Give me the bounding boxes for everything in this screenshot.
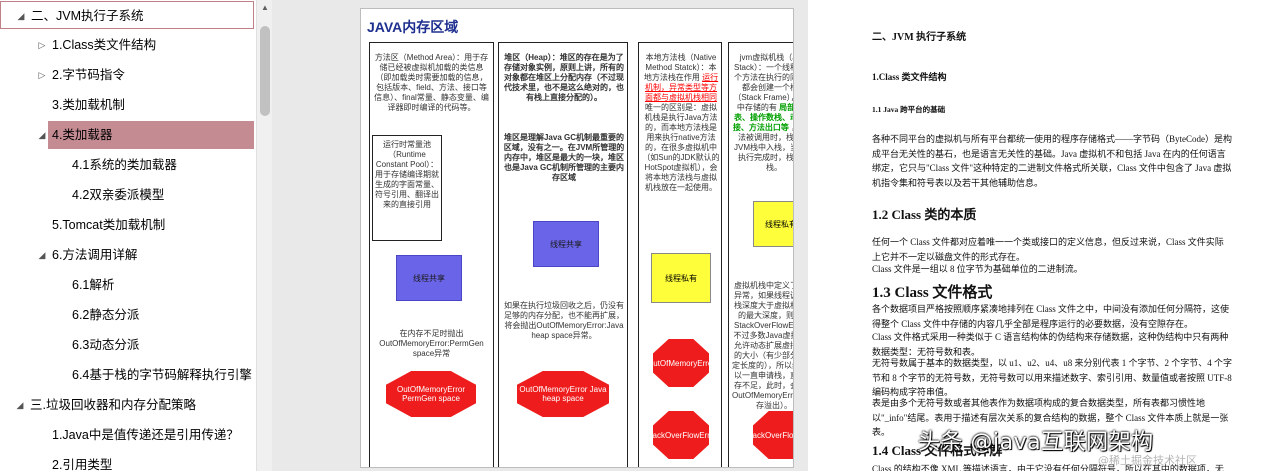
heap-oom-label: OutOfMemoryError Java heap space — [519, 385, 607, 403]
outline-item-label: 5.Tomcat类加载机制 — [52, 218, 166, 232]
heap-text: 堆区（Heap）：堆区的存在是为了存储对象实例，原则上讲，所有的对象都在堆区上分… — [504, 53, 624, 102]
heading-class-structure: 1.Class 类文件结构 — [872, 72, 947, 82]
permgen-oom-label: OutOfMemoryError PermGen space — [396, 385, 465, 403]
runtime-constant-pool-text: 运行时常量池（Runtime Constant Pool）：用于存储编译期就生成… — [375, 140, 439, 209]
method-area-shared-box: 线程共享 — [396, 255, 462, 301]
paragraph-class-definition: 任何一个 Class 文件都对应着唯一一个类或接口的定义信息，但反过来说，Cla… — [872, 237, 1224, 262]
paragraph-compact-layout: 各个数据项目严格按照顺序紧凑地排列在 Class 文件之中，中间没有添加任何分隔… — [872, 304, 1230, 329]
native-method-stack-column: 本地方法栈（Native Method Statck）：本地方法栈在作用 运行机… — [638, 42, 722, 467]
collapse-arrow-icon[interactable]: ▷ — [38, 40, 46, 50]
jvm-stack-private-box: 线程私有 — [753, 201, 794, 247]
watermark: 头条 @java互联网架构 — [918, 430, 1154, 455]
native-stack-oom-label: OutOfMemoryError — [647, 358, 716, 368]
outline-item[interactable]: 6.4基于栈的字节码解释执行引擎 — [0, 361, 254, 389]
outline-item-label: 2.引用类型 — [52, 458, 113, 471]
outline-item-label: 1.Class类文件结构 — [52, 38, 157, 52]
jvm-stack-intro: jvm虚拟机栈（JVM Stack）：一个线程的每个方法在执行的同时，都会创建一… — [733, 53, 793, 112]
method-area-shared-label: 线程共享 — [413, 273, 445, 283]
outline-item[interactable]: 5.Tomcat类加载机制 — [0, 211, 254, 239]
native-stack-text: 本地方法栈（Native Method Statck）：本地方法栈在作用 运行机… — [642, 53, 720, 193]
outline-item-label: 6.4基于栈的字节码解释执行引擎 — [72, 368, 252, 382]
watermark-sub: @稀土掘金技术社区 — [1098, 454, 1197, 467]
native-stack-private-label: 线程私有 — [665, 273, 697, 283]
outline-item-label: 2.字节码指令 — [52, 68, 125, 82]
heading-class-essence: 1.2 Class 类的本质 — [872, 207, 977, 222]
outline-item[interactable]: 3.类加载机制 — [0, 91, 254, 119]
heap-shared-label: 线程共享 — [550, 239, 582, 249]
heap-oom-badge: OutOfMemoryError Java heap space — [517, 371, 609, 417]
outline-item[interactable]: ▷ 1.Class类文件结构 — [0, 31, 254, 59]
outline-item-label: 4.2双亲委派模型 — [72, 188, 165, 202]
paragraph-tables: 表是由多个无符号数或者其他表作为数据项构成的复合数据类型，所有表都习惯性地以"_… — [872, 398, 1229, 437]
permgen-oom-badge: OutOfMemoryError PermGen space — [386, 371, 476, 417]
heading-format-detail: 1.4 Class 文件格式详解 — [872, 443, 1003, 458]
outline-item-label: 4.类加载器 — [52, 128, 113, 142]
native-stack-soe-label: StackOverFlowError — [645, 430, 718, 440]
jvm-stack-column: jvm虚拟机栈（JVM Stack）：一个线程的每个方法在执行的同时，都会创建一… — [728, 42, 794, 467]
expand-arrow-icon[interactable]: ◢ — [17, 11, 25, 21]
outline-item-label: 4.1系统的类加载器 — [72, 158, 177, 172]
heading-java-platform: 1.1 Java 跨平台的基础 — [872, 105, 946, 114]
outline-item-label: 6.3动态分派 — [72, 338, 140, 352]
heading-class-format: 1.3 Class 文件格式 — [872, 285, 993, 301]
expand-arrow-icon[interactable]: ◢ — [38, 250, 46, 260]
paragraph-binary-stream: Class 文件是一组以 8 位字节为基础单位的二进制流。 — [872, 264, 1083, 274]
heading-jvm-subsystem: 二、JVM 执行子系统 — [872, 32, 967, 43]
method-area-column: 方法区（Method Area）：用于存储已经被虚拟机加载的类信息（即加载类时需… — [369, 42, 494, 467]
paragraph-pseudo-struct: Class 文件格式采用一种类似于 C 语言结构体的伪结构来存储数据，这种伪结构… — [872, 332, 1229, 357]
method-area-text: 方法区（Method Area）：用于存储已经被虚拟机加载的类信息（即加载类时需… — [374, 53, 489, 112]
runtime-constant-pool-box: 运行时常量池（Runtime Constant Pool）：用于存储编译期就生成… — [372, 135, 442, 241]
heap-oom-desc: 如果在执行垃圾回收之后，仍没有足够的内存分配，也不能再扩展，将会抛出OutOfM… — [504, 301, 624, 340]
outline-item-label: 6.方法调用详解 — [52, 248, 138, 262]
paragraph-no-separator: Class 的结构不像 XML 等描述语言，由于它没有任何分隔符号，所以在其中的… — [872, 464, 1224, 471]
paragraph-bytecode: 各种不同平台的虚拟机与所有平台都统一使用的程序存储格式——字节码（ByteCod… — [872, 134, 1232, 188]
expand-arrow-icon[interactable]: ◢ — [16, 400, 24, 410]
jvm-stack-detail: ，当方法被调用时，栈帧在JVM栈中入栈，当方法执行完成时，栈帧出栈。 — [734, 123, 794, 172]
method-area-oom-desc: 在内存不足时抛出OutOfMemoryError:PermGen space异常 — [379, 329, 484, 358]
outline-panel: ◢ 二、JVM执行子系统 ▷ 1.Class类文件结构 ▷ 2.字节码指令 3.类加载机制 ◢… — [0, 0, 272, 471]
jvm-stack-soe-label: StackOverFlowError — [745, 430, 794, 440]
outline-item[interactable]: 6.1解析 — [0, 271, 254, 299]
outline-item-label: 3.类加载机制 — [52, 98, 125, 112]
jvm-stack-exception-desc: 虚拟机栈中定义了两种异常，如果线程调用的栈深度大于虚拟机允许的最大深度，则抛出S… — [732, 281, 794, 410]
outline-item[interactable]: 4.2双亲委派模型 — [0, 181, 254, 209]
native-stack-soe-badge: StackOverFlowError — [653, 411, 709, 459]
expand-arrow-icon[interactable]: ◢ — [38, 130, 46, 140]
outline-item[interactable]: 4.1系统的类加载器 — [0, 151, 254, 179]
outline-item[interactable]: 2.引用类型 — [0, 451, 254, 471]
jvm-stack-private-label: 线程私有 — [765, 219, 794, 229]
scroll-up-icon[interactable]: ▲ — [261, 3, 269, 12]
native-stack-highlight: 运行机制，异常类型等方面都与虚拟机栈相同 — [645, 73, 719, 102]
outline-scrollbar[interactable]: ▲ — [256, 0, 272, 471]
outline-item-label: 二、JVM执行子系统 — [31, 9, 144, 23]
outline-item-label: 三.垃圾回收器和内存分配策略 — [30, 398, 196, 412]
outline-item-label: 1.Java中是值传递还是引用传递？ — [52, 428, 239, 442]
jvm-stack-highlight: 局部变量表、操作数栈、动态链接、方法出口等 — [732, 103, 794, 132]
outline-item[interactable]: ◢ 4.类加载器 — [39, 121, 254, 149]
native-stack-private-box: 线程私有 — [651, 253, 711, 303]
outline-item[interactable]: 6.3动态分派 — [0, 331, 254, 359]
outline-item-label: 6.1解析 — [72, 278, 115, 292]
heap-shared-box: 线程共享 — [533, 221, 599, 267]
native-stack-oom-badge: OutOfMemoryError — [653, 339, 709, 387]
diagram-title: JAVA内存区域 — [367, 19, 459, 35]
collapse-arrow-icon[interactable]: ▷ — [38, 70, 46, 80]
jvm-stack-text: jvm虚拟机栈（JVM Stack）：一个线程的每个方法在执行的同时，都会创建一… — [732, 53, 794, 173]
heap-gc-note: 堆区是理解Java GC机制最重要的区域，没有之一。在JVM所管理的内存中，堆区… — [503, 133, 625, 182]
native-stack-intro: 本地方法栈（Native Method Statck）：本地方法栈在作用 — [643, 53, 717, 82]
outline-item[interactable]: ▷ 2.字节码指令 — [0, 61, 254, 89]
outline-item[interactable]: ◢ 二、JVM执行子系统 — [0, 1, 254, 29]
jvm-stack-soe-badge: StackOverFlowError — [753, 411, 793, 459]
outline-item[interactable]: 6.2静态分派 — [0, 301, 254, 329]
outline-item[interactable]: ◢ 6.方法调用详解 — [0, 241, 254, 269]
document-page: 二、JVM 执行子系统 1.Class 类文件结构 1.1 Java 跨平台的基… — [808, 0, 1263, 471]
outline-item[interactable]: ◢ 三.垃圾回收器和内存分配策略 — [0, 391, 254, 419]
scrollbar-thumb[interactable] — [260, 26, 270, 116]
outline-item[interactable]: 1.Java中是值传递还是引用传递？ — [0, 421, 254, 449]
heap-column: 堆区（Heap）：堆区的存在是为了存储对象实例，原则上讲，所有的对象都在堆区上分… — [498, 42, 628, 467]
native-stack-detail: 唯一的区别是：虚拟机栈是执行Java方法的，而本地方法栈是用来执行native方… — [642, 103, 720, 192]
paragraph-unsigned-numbers: 无符号数属于基本的数据类型，以 u1、u2、u4、u8 来分别代表 1 个字节、… — [872, 358, 1233, 397]
jvm-memory-diagram: JAVA内存区域 方法区（Method Area）：用于存储已经被虚拟机加载的类… — [360, 8, 794, 468]
outline-item-label: 6.2静态分派 — [72, 308, 140, 322]
